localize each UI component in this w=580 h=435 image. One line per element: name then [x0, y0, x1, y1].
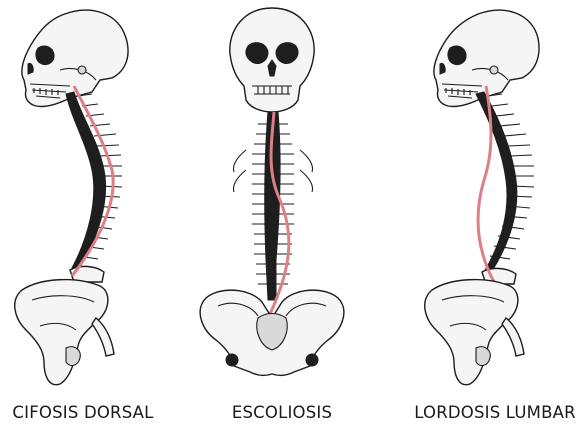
- caption-scoliosis: ESCOLIOSIS: [212, 403, 352, 427]
- skull-side-1: [22, 10, 128, 106]
- caption-kyphosis: CIFOSIS DORSAL: [8, 403, 158, 427]
- pelvis-front-2: [200, 290, 344, 375]
- spine-lordosis: [476, 92, 534, 284]
- caption-lordosis: LORDOSIS LUMBAR: [412, 403, 578, 427]
- figure-scoliosis: [200, 8, 344, 375]
- figure-kyphosis: [15, 10, 128, 384]
- skull-front-2: [230, 8, 314, 112]
- figure-lordosis: [425, 10, 539, 385]
- pelvis-side-1: [15, 280, 114, 385]
- pelvis-side-3: [425, 280, 524, 385]
